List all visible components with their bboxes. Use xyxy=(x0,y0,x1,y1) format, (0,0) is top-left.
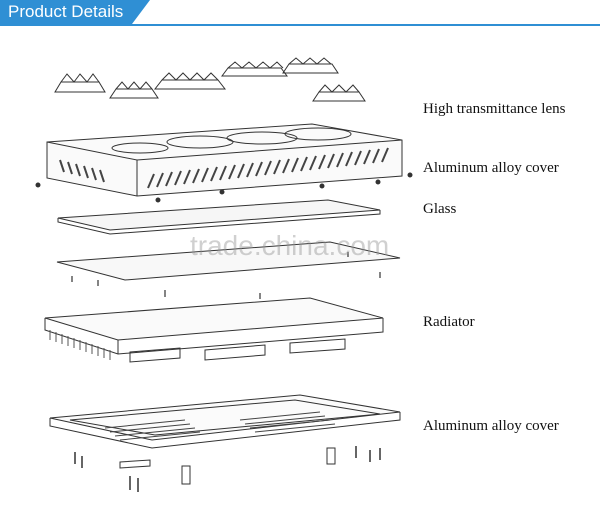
section-header: Product Details xyxy=(0,0,600,30)
header-title: Product Details xyxy=(8,2,124,21)
label-radiator: Radiator xyxy=(423,314,475,330)
lens-group xyxy=(54,57,366,102)
exploded-view-diagram xyxy=(35,57,413,492)
label-bottom-cover: Aluminum alloy cover xyxy=(423,418,559,434)
header-underline xyxy=(0,24,600,26)
label-lens: High transmittance lens xyxy=(423,101,566,117)
top-cover xyxy=(35,123,413,203)
bottom-frame xyxy=(49,394,401,492)
header-tab xyxy=(0,0,150,24)
label-glass: Glass xyxy=(423,201,457,217)
gasket-plate xyxy=(56,241,401,299)
label-top-cover: Aluminum alloy cover xyxy=(423,160,559,176)
watermark: trade.china.com xyxy=(190,230,390,261)
glass-plate xyxy=(57,199,381,235)
radiator xyxy=(44,297,384,363)
